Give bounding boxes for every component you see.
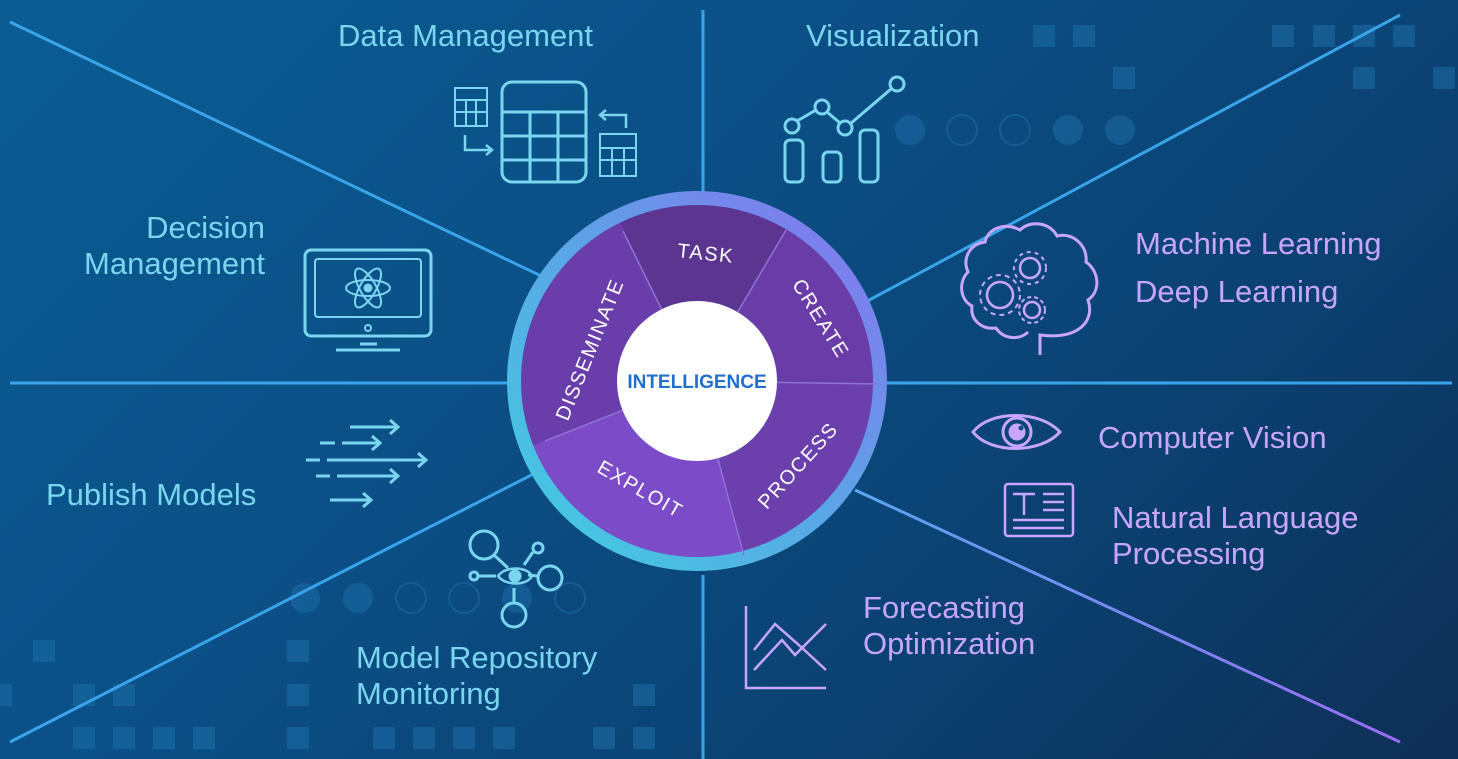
segment-disseminate (521, 222, 662, 446)
label-data-management: Data Management (338, 18, 594, 53)
label-model-repository-line1: Model Repository (356, 640, 598, 675)
radial-lines (9, 10, 1452, 759)
line-bar-chart-icon (783, 75, 906, 184)
label-computer-vision: Computer Vision (1098, 420, 1327, 455)
label-forecasting-line2: Optimization (863, 626, 1036, 661)
label-nlp: Natural Language Processing (1112, 500, 1358, 572)
label-nlp-line1: Natural Language (1112, 500, 1359, 535)
label-ml-dl: Machine Learning Deep Learning (1135, 226, 1381, 310)
intelligence-wheel: INTELLIGENCE TASK CREATE PROCESS EXPLOIT… (507, 191, 887, 571)
eye-icon (971, 414, 1063, 450)
brain-gears-icon (960, 222, 1099, 355)
label-model-repository: Model Repository Monitoring (356, 640, 597, 712)
segment-process (717, 382, 873, 552)
label-dl-line: Deep Learning (1135, 274, 1339, 309)
label-forecasting: Forecasting Optimization (863, 590, 1035, 662)
trend-chart-icon (744, 606, 827, 690)
text-document-icon (1003, 482, 1075, 538)
label-model-repository-line2: Monitoring (356, 676, 501, 711)
decor-dots (290, 114, 1135, 614)
label-decision-management: Decision Management (60, 210, 265, 282)
label-decision-management-line2: Management (84, 246, 265, 281)
label-publish-models: Publish Models (46, 477, 257, 512)
label-ml-line: Machine Learning (1135, 226, 1382, 261)
network-eye-icon (468, 529, 564, 629)
label-decision-management-line1: Decision (146, 210, 265, 245)
segment-exploit (533, 410, 743, 557)
wheel-center-label: INTELLIGENCE (627, 372, 766, 393)
monitor-atom-icon (303, 248, 433, 352)
table-transfer-icon (454, 80, 637, 184)
label-nlp-line2: Processing (1112, 536, 1266, 571)
wheel-center-disc (617, 301, 777, 461)
segment-task (619, 205, 787, 313)
label-forecasting-line1: Forecasting (863, 590, 1025, 625)
segment-create (737, 229, 873, 385)
arrows-icon (306, 418, 429, 509)
decor-squares (0, 25, 1455, 749)
label-visualization: Visualization (806, 18, 980, 53)
